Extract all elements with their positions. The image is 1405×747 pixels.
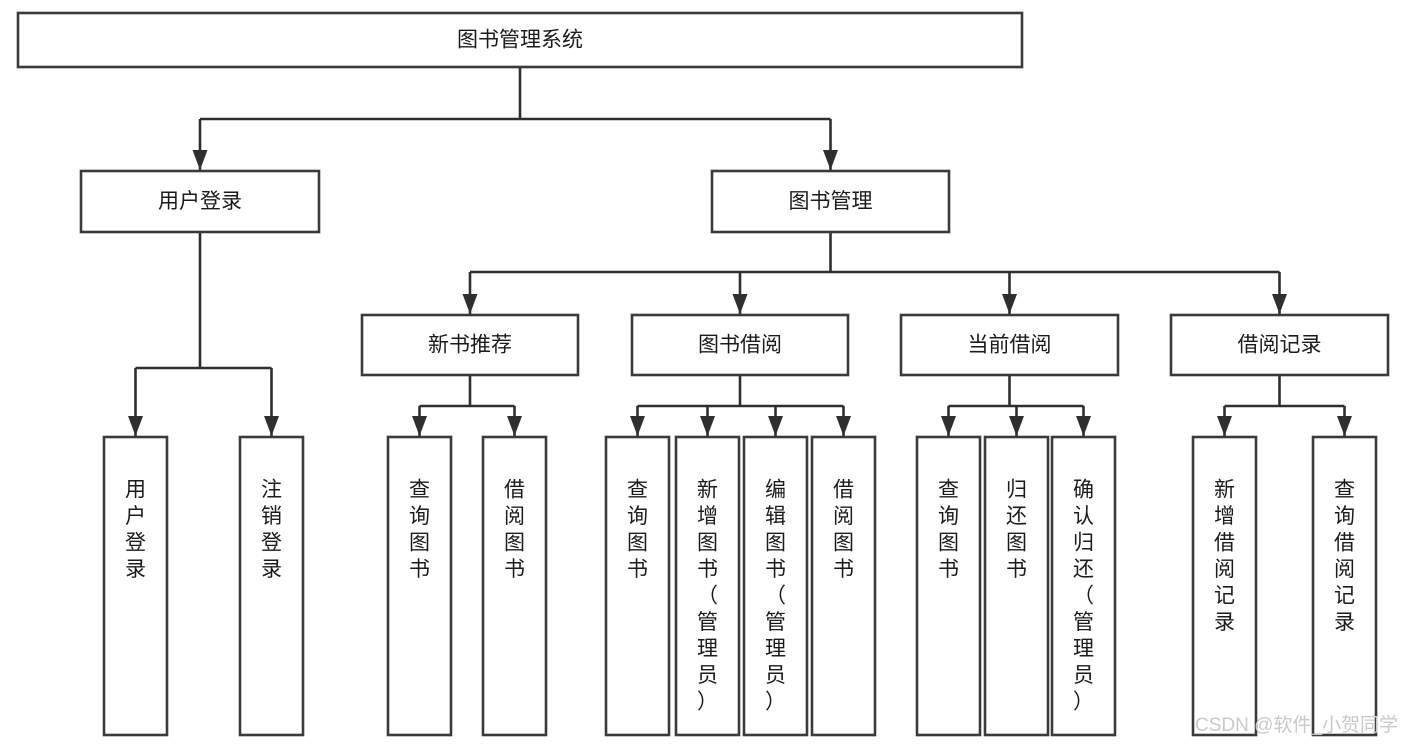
node-box-leaf-query-book-2[interactable] (604, 435, 671, 737)
conn-bookmanage-split-arrow-new-book-recommend (462, 294, 478, 314)
node-label-leaf-query-book-3: 查询图书 (938, 478, 959, 581)
conn-borrow-split-arrow-leaf-query-book-2 (630, 416, 645, 436)
conn-current-split-arrow-leaf-return-book (1009, 416, 1024, 436)
node-label-leaf-query-book-1: 查询图书 (409, 478, 430, 581)
conn-current-split-arrow-leaf-query-book-3 (941, 416, 956, 436)
conn-bookmanage-split-arrow-current-borrow (1002, 294, 1017, 314)
node-box-book-borrow[interactable] (630, 313, 850, 377)
node-label-book-borrow: 图书借阅 (698, 334, 782, 357)
conn-bookmanage-split-arrow-borrow-record (1272, 294, 1287, 314)
conn-recommend-split-arrow-leaf-query-book-1 (412, 416, 427, 436)
node-box-leaf-confirm-return[interactable] (1050, 435, 1117, 737)
conn-root-split-arrow-book-manage (823, 150, 838, 170)
node-box-leaf-borrow-book-2[interactable] (810, 435, 877, 737)
node-box-leaf-query-book-1[interactable] (386, 435, 453, 737)
conn-borrow-split-arrow-leaf-edit-book (768, 416, 783, 436)
node-label-book-manage: 图书管理 (789, 190, 873, 213)
node-label-leaf-borrow-book-1: 借阅图书 (504, 478, 525, 581)
conn-borrow-split-arrow-leaf-add-book (700, 416, 715, 436)
conn-current-split-arrow-leaf-confirm-return (1076, 416, 1091, 436)
node-box-leaf-edit-book[interactable] (742, 435, 809, 737)
node-box-leaf-user-login[interactable] (102, 435, 169, 737)
conn-recommend-split-arrow-leaf-borrow-book-1 (507, 416, 522, 436)
node-label-leaf-borrow-book-2: 借阅图书 (833, 478, 854, 581)
node-label-borrow-record: 借阅记录 (1238, 334, 1322, 357)
node-box-leaf-logout[interactable] (238, 435, 305, 737)
node-label-leaf-add-book: 新增图书（管理员） (697, 478, 718, 713)
node-label-layer: 图书管理系统用户登录图书管理新书推荐图书借阅当前借阅借阅记录用户登录注销登录查询… (125, 29, 1355, 714)
node-box-current-borrow[interactable] (899, 313, 1120, 377)
node-box-leaf-borrow-book-1[interactable] (481, 435, 548, 737)
node-box-new-book-recommend[interactable] (360, 313, 580, 377)
node-box-borrow-record[interactable] (1169, 313, 1390, 377)
node-label-leaf-query-book-2: 查询图书 (627, 478, 648, 581)
node-box-layer (16, 11, 1390, 737)
conn-root-split-arrow-user-login (192, 150, 208, 170)
node-box-leaf-add-book[interactable] (674, 435, 741, 737)
node-box-leaf-query-book-3[interactable] (915, 435, 982, 737)
conn-record-split-arrow-leaf-add-record (1217, 416, 1232, 436)
node-box-root[interactable] (16, 11, 1024, 69)
node-label-leaf-return-book: 归还图书 (1006, 478, 1027, 581)
node-box-leaf-add-record[interactable] (1191, 435, 1258, 737)
conn-userlogin-split-arrow-leaf-user-login (128, 416, 143, 436)
node-box-leaf-return-book[interactable] (983, 435, 1050, 737)
node-label-leaf-user-login: 用户登录 (125, 478, 146, 581)
conn-record-split-arrow-leaf-query-record (1337, 416, 1352, 436)
node-label-root: 图书管理系统 (457, 29, 583, 52)
csdn-watermark: CSDN @软件_小贺同学 (1195, 714, 1398, 736)
node-label-leaf-confirm-return: 确认归还（管理员） (1073, 478, 1094, 713)
connector-layer (128, 67, 1352, 436)
node-box-leaf-query-record[interactable] (1311, 435, 1378, 737)
node-label-current-borrow: 当前借阅 (968, 334, 1052, 357)
conn-borrow-split-arrow-leaf-borrow-book-2 (836, 416, 851, 436)
node-label-new-book-recommend: 新书推荐 (428, 334, 512, 357)
node-label-user-login: 用户登录 (158, 190, 242, 213)
node-label-leaf-logout: 注销登录 (261, 478, 282, 581)
node-label-leaf-add-record: 新增借阅记录 (1214, 478, 1235, 634)
node-box-book-manage[interactable] (710, 169, 951, 234)
node-box-user-login[interactable] (79, 169, 321, 234)
node-label-leaf-edit-book: 编辑图书（管理员） (765, 478, 786, 713)
conn-bookmanage-split-arrow-book-borrow (732, 294, 748, 314)
node-label-leaf-query-record: 查询借阅记录 (1334, 478, 1355, 634)
conn-userlogin-split-arrow-leaf-logout (264, 416, 279, 436)
